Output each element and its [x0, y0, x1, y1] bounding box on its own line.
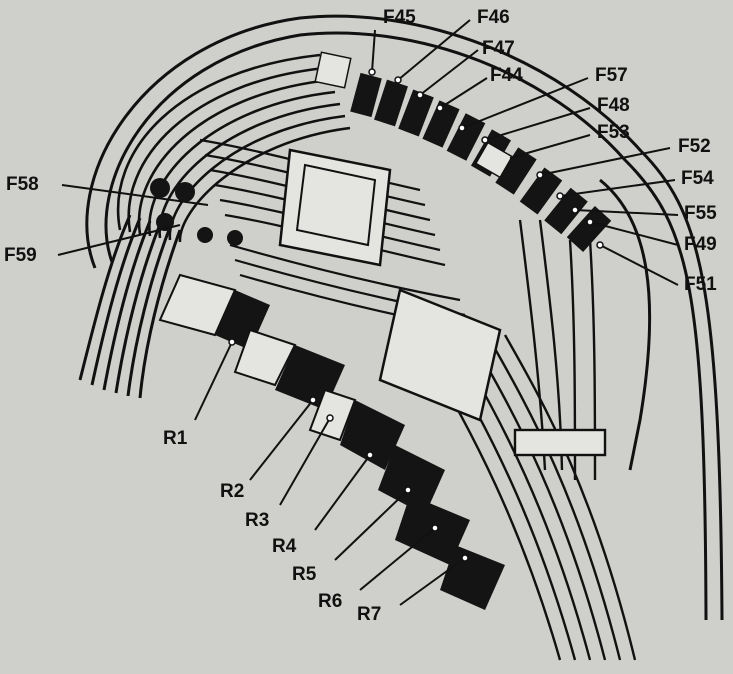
- label-f45: F45: [383, 7, 416, 28]
- label-r1: R1: [163, 428, 188, 449]
- left-wire-stubs: [78, 214, 182, 399]
- relay-row: [158, 273, 505, 610]
- upper-wire-bundle: [116, 53, 351, 243]
- right-conduits: [513, 219, 607, 481]
- label-r2: R2: [220, 481, 244, 502]
- leader-lines: [57, 19, 679, 606]
- label-f58: F58: [6, 174, 39, 195]
- label-r5: R5: [292, 564, 317, 585]
- label-r7: R7: [357, 604, 381, 625]
- label-f49: F49: [684, 234, 717, 255]
- label-f48: F48: [597, 95, 630, 116]
- housing-outline: [85, 14, 724, 621]
- label-r4: R4: [272, 536, 297, 557]
- label-f55: F55: [684, 203, 717, 224]
- label-f51: F51: [684, 274, 717, 295]
- label-f53: F53: [597, 122, 630, 143]
- label-r6: R6: [318, 591, 342, 612]
- label-f47: F47: [482, 38, 515, 59]
- label-f44: F44: [490, 65, 523, 86]
- label-f54: F54: [681, 168, 714, 189]
- label-f57: F57: [595, 65, 628, 86]
- left-fuse-cluster: [150, 178, 243, 246]
- label-f46: F46: [477, 7, 510, 28]
- leader-dots: [228, 68, 604, 562]
- label-f59: F59: [4, 245, 37, 266]
- top-fuse-gaps: [314, 51, 514, 179]
- label-f52: F52: [678, 136, 711, 157]
- top-fuse-row: [350, 72, 612, 252]
- center-connector: [278, 148, 502, 422]
- label-r3: R3: [245, 510, 269, 531]
